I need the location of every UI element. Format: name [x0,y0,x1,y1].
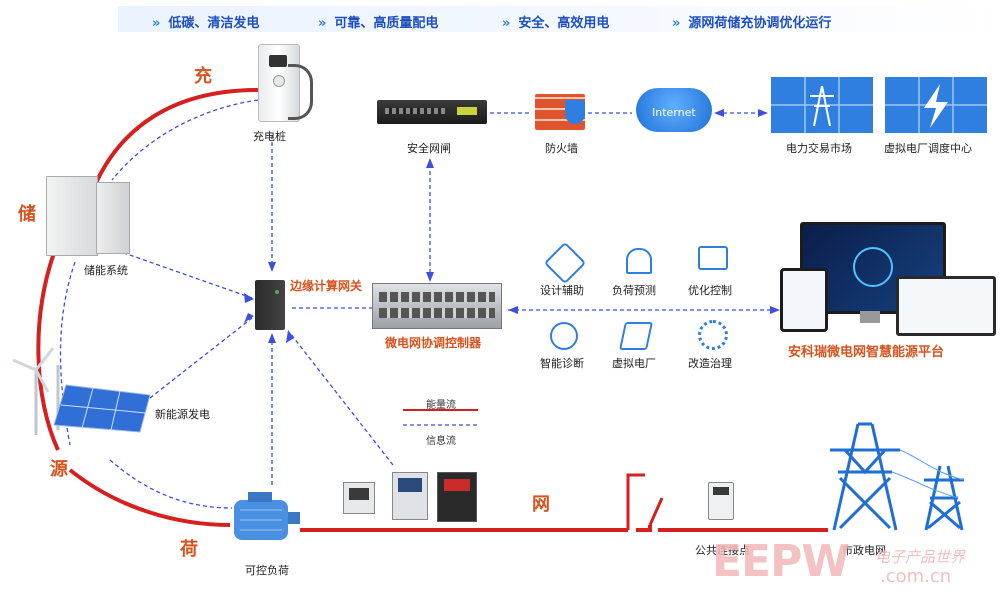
shield-icon [565,100,585,124]
relay-device-icon [392,472,428,520]
pulse-diagnosis-icon [550,322,578,350]
energy-storage-cabinet-icon [96,182,130,254]
chevron-icon: » [152,16,161,31]
alarm-light-icon [626,248,652,274]
charging-cable-icon [288,64,313,120]
label-wang: 网 [532,494,550,515]
vpp-center-label: 虚拟电厂调度中心 [884,142,972,155]
internet-label: Internet [652,106,696,119]
chevron-icon: » [672,16,681,31]
top-banner [118,6,994,32]
transmission-tower-icon [830,422,965,531]
wind-solar-icon [12,347,151,435]
platform-tablet-icon [780,268,828,332]
controller-rack-icon [372,283,502,329]
function-label: 改造治理 [688,357,732,370]
function-label: 优化控制 [688,284,732,297]
security-gateway-label: 安全网闸 [407,142,451,155]
monitor-check-icon [698,246,728,270]
banner-item-2: »可靠、高质量配电 [318,16,439,31]
switch-blade [648,497,664,526]
lightning-icon [619,322,653,350]
legend-energy: 能量流 [426,400,456,411]
label-he: 荷 [180,539,198,560]
function-label: 虚拟电厂 [612,357,656,370]
internet-cloud-icon [636,88,712,132]
protection-device-icon [437,472,477,522]
function-label: 智能诊断 [540,357,584,370]
legend-info: 信息流 [426,436,456,447]
energy-arc-lower [68,468,231,527]
lightning-screen-icon [885,77,987,133]
security-gateway-icon [377,100,487,124]
platform-laptop-icon [896,276,996,336]
banner-item-3: »安全、高效用电 [502,16,610,31]
firewall-label: 防火墙 [545,142,578,155]
load-label: 可控负荷 [245,564,289,577]
pcc-label: 公共连接点 [695,544,750,557]
storage-label: 储能系统 [84,264,128,277]
label-chong: 充 [194,66,212,87]
function-label: 负荷预测 [612,284,656,297]
label-chu: 储 [18,204,36,225]
eepw-watermark-cn: 电子产品世界 [875,548,966,566]
trading-market-label: 电力交易市场 [786,142,852,155]
arrow-heads [244,109,780,343]
eepw-watermark-url: .com.cn [880,566,952,587]
platform-monitor-stand [860,311,880,323]
motor-load-icon [234,492,300,540]
charger-label: 充电桩 [253,130,286,143]
banner-item-1: »低碳、清洁发电 [152,16,260,31]
renewable-label: 新能源发电 [155,408,210,421]
gear-wrench-icon [698,320,728,350]
energy-lines [36,88,828,532]
chevron-icon: » [502,16,511,31]
eepw-watermark-logo: EEPW [712,536,850,587]
meter-device-icon [343,482,375,514]
energy-bus [300,525,828,532]
energy-storage-cabinet-icon [46,176,98,256]
label-yuan: 源 [50,459,68,480]
edge-gateway-icon [255,280,285,330]
legend-lines [403,409,478,426]
tower-screen-icon [771,77,873,133]
function-label: 设计辅助 [540,284,584,297]
banner-item-4: »源网荷储充协调优化运行 [672,16,832,31]
energy-arc-upper [93,88,259,186]
chevron-icon: » [318,16,327,31]
edge-gateway-label: 边缘计算网关 [290,279,363,293]
grid-label: 市政电网 [842,544,886,557]
platform-label: 安科瑞微电网智慧能源平台 [788,345,945,360]
switch-leg [626,473,645,530]
controller-label: 微电网协调控制器 [385,336,482,350]
pcc-meter-icon [708,482,734,520]
energy-arc-left [36,249,60,451]
